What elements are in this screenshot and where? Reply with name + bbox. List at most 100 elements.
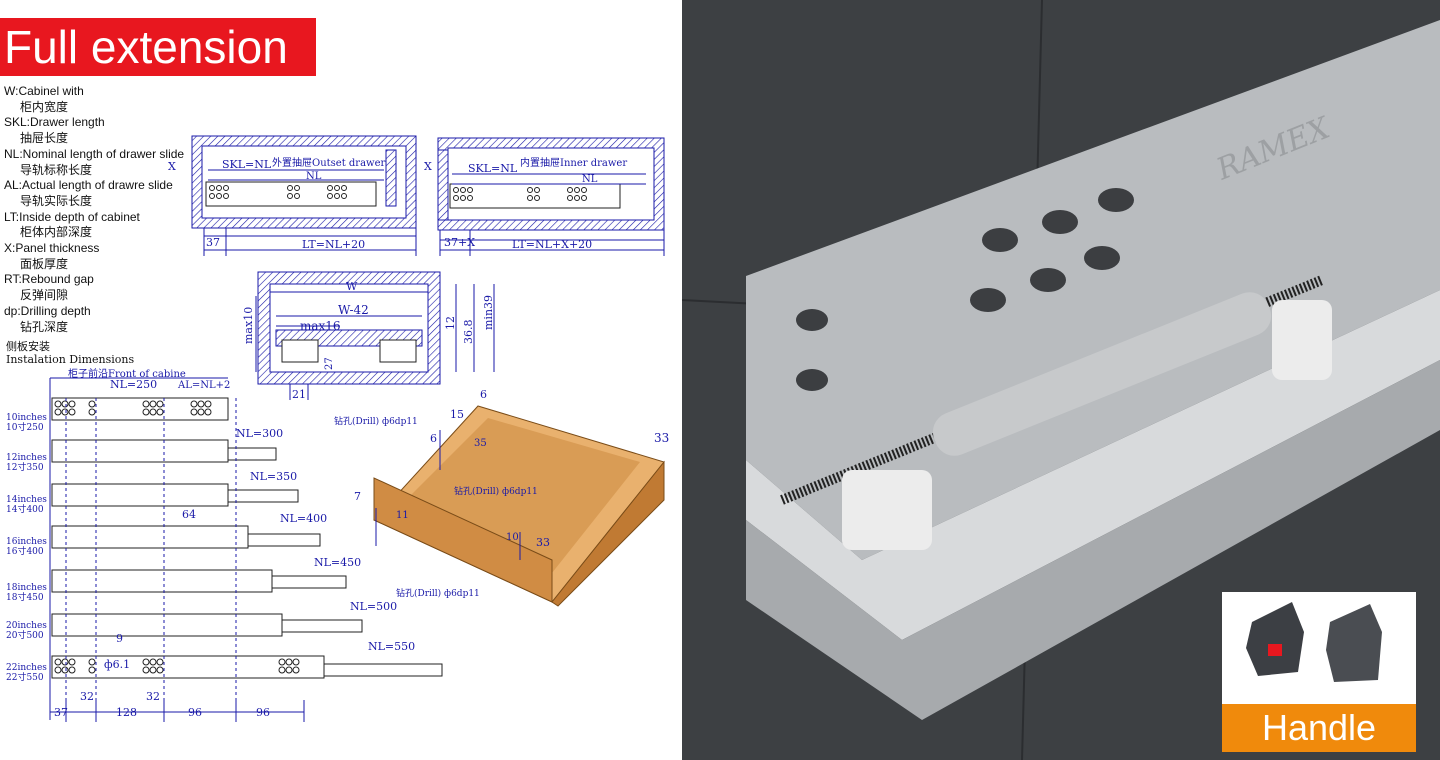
slides-al-label: AL=NL+2: [177, 380, 230, 391]
slide-row: 18inches 18寸450 NL=450: [6, 556, 361, 603]
installation-heading-en: Instalation Dimensions: [6, 353, 135, 366]
slide-row-label: 16inches: [6, 537, 47, 547]
slides-32a-label: 32: [80, 690, 94, 703]
cross-w-label: W: [346, 280, 358, 293]
inner-nl-label: NL: [582, 174, 598, 185]
legend-en: AL:Actual length of drawre slide: [4, 178, 173, 193]
cross-section-diagram: W W-42 max16 max10 12 36.8 min39 27 21: [242, 271, 495, 401]
drill-mid-label: 钻孔(Drill) ф6dp11: [454, 485, 538, 497]
box-10-label: 10: [506, 532, 519, 543]
cross-27-label: 27: [324, 357, 335, 370]
legend-cn: 柜内宽度: [20, 99, 69, 114]
slides-bottom-dim: 96: [256, 706, 270, 719]
slides-61-label: ф6.1: [104, 658, 130, 671]
box-33a-label: 33: [654, 431, 669, 445]
cross-max16-label: max16: [300, 319, 341, 333]
slide-row-label: 20inches: [6, 621, 47, 631]
handle-parts-image: [1246, 602, 1382, 682]
legend-cn: 导轨实际长度: [20, 193, 93, 208]
slide-row-label: 10inches: [6, 413, 47, 423]
slide-row-sublabel: 16寸400: [6, 545, 44, 557]
box-7-label: 7: [354, 490, 361, 503]
inner-x-label: X: [424, 160, 432, 173]
outset-drawer-diagram: X SKL=NL 外置抽屉Outset drawer NL 37 LT=NL+2…: [168, 135, 417, 256]
legend-cn: 反弹间隙: [20, 288, 69, 303]
front-of-cabinet-label: 柜子前沿Front of cabine: [68, 369, 186, 380]
box-11-label: 11: [396, 510, 409, 521]
slide-row-sublabel: 18寸450: [6, 591, 44, 603]
slides-bottom-dim: 96: [188, 706, 202, 719]
cross-368-label: 36.8: [462, 320, 475, 345]
cross-w42-label: W-42: [338, 303, 369, 317]
legend-cn: 导轨标称长度: [20, 162, 93, 177]
installation-heading: 侧板安装 Instalation Dimensions: [6, 340, 134, 366]
slide-row: 10inches 10寸250: [6, 397, 229, 433]
legend-cn: 柜体内部深度: [20, 225, 93, 240]
legend-cn: 抽屉长度: [20, 131, 69, 146]
slide-row: 16inches 16寸400 NL=400: [6, 512, 327, 557]
legend-en: NL:Nominal length of drawer slide: [4, 146, 185, 161]
legend-en: LT:Inside depth of cabinet: [4, 209, 140, 224]
outset-x-label: X: [168, 160, 176, 173]
drawer-box-illustration: 钻孔(Drill) ф6dp11 钻孔(Drill) ф6dp11 钻孔(Dri…: [334, 388, 669, 607]
outset-skl-label: SKL=NL: [222, 158, 272, 171]
cross-12-label: 12: [444, 316, 457, 330]
box-6b-label: 6: [430, 432, 437, 445]
slide-row-sublabel: 22寸550: [6, 671, 44, 683]
outset-nl-label: NL: [306, 171, 322, 182]
inner-37-label: 37+X: [444, 236, 475, 249]
slide-row-label: 14inches: [6, 495, 47, 505]
drill-bottom-label: 钻孔(Drill) ф6dp11: [396, 587, 480, 599]
installation-heading-cn: 侧板安装: [6, 340, 50, 353]
slide-row: 22inches 22寸550 NL=550: [6, 640, 443, 683]
slide-row-label: 12inches: [6, 453, 47, 463]
slide-length-diagram: NL=250 AL=NL+2 10inches 10寸250 12inches …: [6, 377, 443, 722]
box-6-label: 6: [480, 388, 487, 401]
slide-row-nl: NL=400: [280, 512, 327, 525]
slide-row-label: 22inches: [6, 663, 47, 673]
inner-title-label: 内置抽屉Inner drawer: [520, 156, 627, 169]
legend-cn: 面板厚度: [20, 256, 69, 271]
slide-row-nl: NL=300: [236, 427, 283, 440]
technical-drawing: X SKL=NL 外置抽屉Outset drawer NL 37 LT=NL+2…: [6, 135, 669, 722]
inner-skl-label: SKL=NL: [468, 162, 518, 175]
legend-en: SKL:Drawer length: [4, 115, 105, 130]
box-33b-label: 33: [536, 536, 550, 549]
drill-top-label: 钻孔(Drill) ф6dp11: [334, 415, 418, 427]
legend-en: RT:Rebound gap: [4, 272, 94, 287]
slides-nl-top-label: NL=250: [110, 378, 157, 391]
legend-en: dp:Drilling depth: [4, 303, 91, 318]
slide-row-label: 18inches: [6, 583, 47, 593]
slides-32b-label: 32: [146, 690, 160, 703]
outset-lt-label: LT=NL+20: [302, 238, 365, 251]
inner-lt-label: LT=NL+X+20: [512, 238, 592, 251]
slide-row-sublabel: 20寸500: [6, 629, 44, 641]
outset-37-label: 37: [206, 236, 220, 249]
handle-label: Handle: [1222, 704, 1416, 752]
legend-en: X:Panel thickness: [4, 241, 100, 256]
slides-64-label: 64: [182, 508, 196, 521]
legend-cn: 钻孔深度: [20, 319, 69, 334]
page-title: Full extension: [0, 18, 316, 76]
inner-drawer-diagram: X SKL=NL 内置抽屉Inner drawer NL 37+X LT=NL+…: [424, 137, 665, 256]
slide-row-sublabel: 14寸400: [6, 503, 44, 515]
slide-row: 12inches 12寸350 NL=300: [6, 427, 283, 473]
slide-row: 20inches 20寸500 NL=500: [6, 600, 397, 641]
slide-row-nl: NL=350: [250, 470, 297, 483]
cross-max10-label: max10: [242, 307, 255, 344]
slide-row-sublabel: 10寸250: [6, 421, 44, 433]
product-photo: RAMEX: [682, 0, 1440, 760]
slide-row-nl: NL=450: [314, 556, 361, 569]
slides-bottom-dim: 37: [54, 706, 68, 719]
slide-row-nl: NL=550: [368, 640, 415, 653]
slides-bottom-dim: 128: [116, 706, 137, 719]
slide-row-sublabel: 12寸350: [6, 461, 44, 473]
outset-title-label: 外置抽屉Outset drawer: [272, 156, 386, 169]
box-15-label: 15: [450, 408, 464, 421]
cross-min39-label: min39: [482, 295, 495, 330]
cross-21-label: 21: [292, 388, 306, 401]
slide-row-nl: NL=500: [350, 600, 397, 613]
slides-9-label: 9: [116, 632, 123, 645]
